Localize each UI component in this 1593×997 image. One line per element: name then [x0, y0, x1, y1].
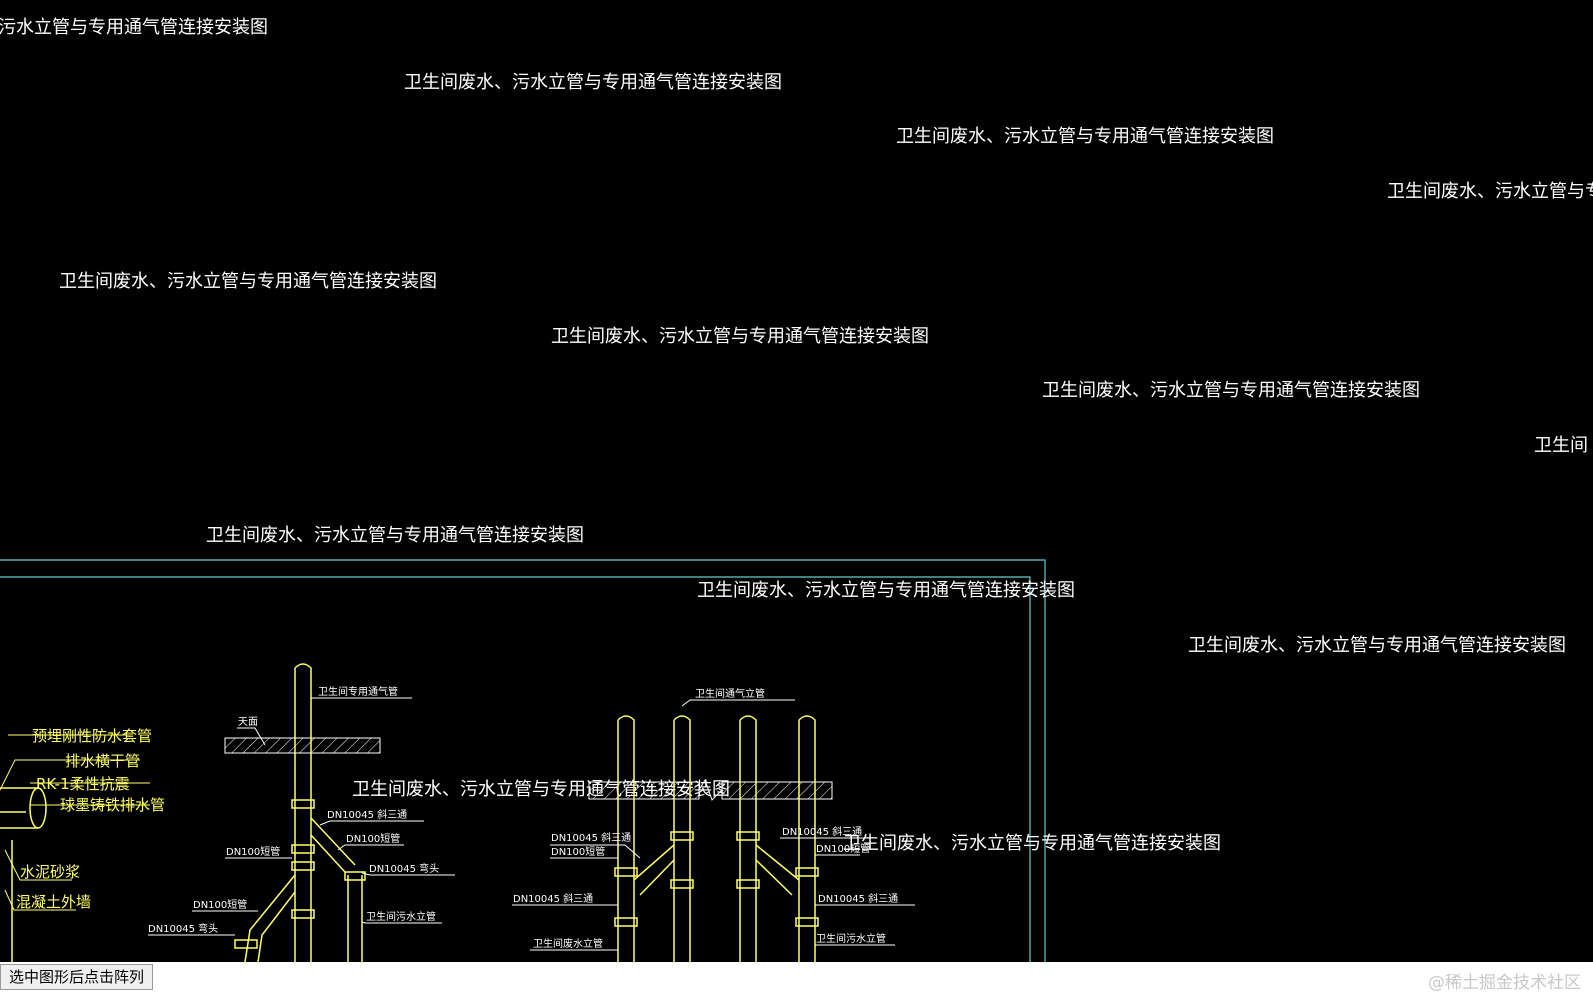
array-title-partial[interactable]: 污水立管与专用通气管连接安装图	[0, 17, 268, 38]
drawing-frame-outer	[0, 559, 1046, 962]
label-pipe-right: DN100短管	[816, 842, 870, 855]
array-title[interactable]: 卫生间废水、污水立管与专用通气管连接安装图	[896, 126, 1274, 147]
label-dn100-pipe: DN100短管	[226, 845, 280, 858]
array-title[interactable]: 卫生间废水、污水立管与专用通气管连接安装图	[1188, 635, 1566, 656]
drawing-frame-inner	[0, 576, 1031, 962]
label-dn100-pipe-b: DN100短管	[193, 898, 247, 911]
label-sewage-riser-right: 卫生间污水立管	[816, 932, 886, 945]
label-sewage-riser: 卫生间污水立管	[366, 910, 436, 923]
cad-drawing-canvas[interactable]: 污水立管与专用通气管连接安装图 卫生间废水、污水立管与专用通气管连接安装图 卫生…	[0, 0, 1593, 962]
label-tee-left: DN10045 斜三通	[551, 831, 631, 844]
right-pipe-detail	[512, 699, 915, 962]
cad-drawing-svg[interactable]: 污水立管与专用通气管连接安装图 卫生间废水、污水立管与专用通气管连接安装图 卫生…	[0, 0, 1593, 962]
label-vent-pipe: 卫生间专用通气管	[318, 685, 398, 698]
label-vent-riser: 卫生间通气立管	[695, 687, 765, 700]
label-tee-45: DN10045 斜三通	[327, 808, 407, 821]
array-title[interactable]: 卫生间废水、污水立管与专用通气管连接安装图	[404, 72, 782, 93]
label-pipe-left: DN100短管	[551, 845, 605, 858]
label-waste-riser: 卫生间废水立管	[533, 937, 603, 950]
label-branch-pipe: DN100短管	[346, 832, 400, 845]
label-ceiling: 天面	[238, 717, 258, 728]
label-rk1-line2: 球墨铸铁排水管	[60, 796, 165, 814]
label-concrete-wall: 混凝土外墙	[16, 893, 91, 911]
watermark-text: @稀土掘金技术社区	[1428, 973, 1581, 993]
label-embedded-sleeve: 预埋刚性防水套管	[32, 727, 152, 745]
middle-pipe-detail	[148, 663, 455, 962]
label-rk1-line1: RK-1柔性抗震	[36, 775, 130, 793]
label-drain-trunk: 排水横干管	[65, 752, 140, 770]
array-title[interactable]: 卫生间废水、污水立管与专用通气管连接安装图	[843, 833, 1221, 854]
label-tee-right-b: DN10045 斜三通	[818, 892, 898, 905]
array-title[interactable]: 卫生间废水、污水立管与专用通气管连接安装图	[697, 580, 1075, 601]
label-elbow-45-b: DN10045 弯头	[148, 922, 218, 935]
array-button[interactable]: 选中图形后点击阵列	[0, 964, 154, 990]
array-title-partial[interactable]: 卫生间	[1534, 435, 1588, 456]
array-title[interactable]: 卫生间废水、污水立管与专用通气管连接安装图	[59, 271, 437, 292]
label-tee-left-b: DN10045 斜三通	[513, 892, 593, 905]
label-elbow-45: DN10045 弯头	[369, 862, 439, 875]
array-title[interactable]: 卫生间废水、污水立管与专用通气管连接安装图	[1042, 380, 1420, 401]
bottom-toolbar: 选中图形后点击阵列 @稀土掘金技术社区	[0, 962, 1593, 997]
array-title[interactable]: 卫生间废水、污水立管与专用通气管连接安装图	[206, 525, 584, 546]
array-title[interactable]: 卫生间废水、污水立管与专用通气管连接安装图	[551, 326, 929, 347]
array-title-partial[interactable]: 卫生间废水、污水立管与专用	[1387, 181, 1593, 202]
left-wall-detail	[0, 734, 150, 962]
label-tee-right: DN10045 斜三通	[782, 825, 862, 838]
label-cement-mortar: 水泥砂浆	[20, 863, 80, 881]
